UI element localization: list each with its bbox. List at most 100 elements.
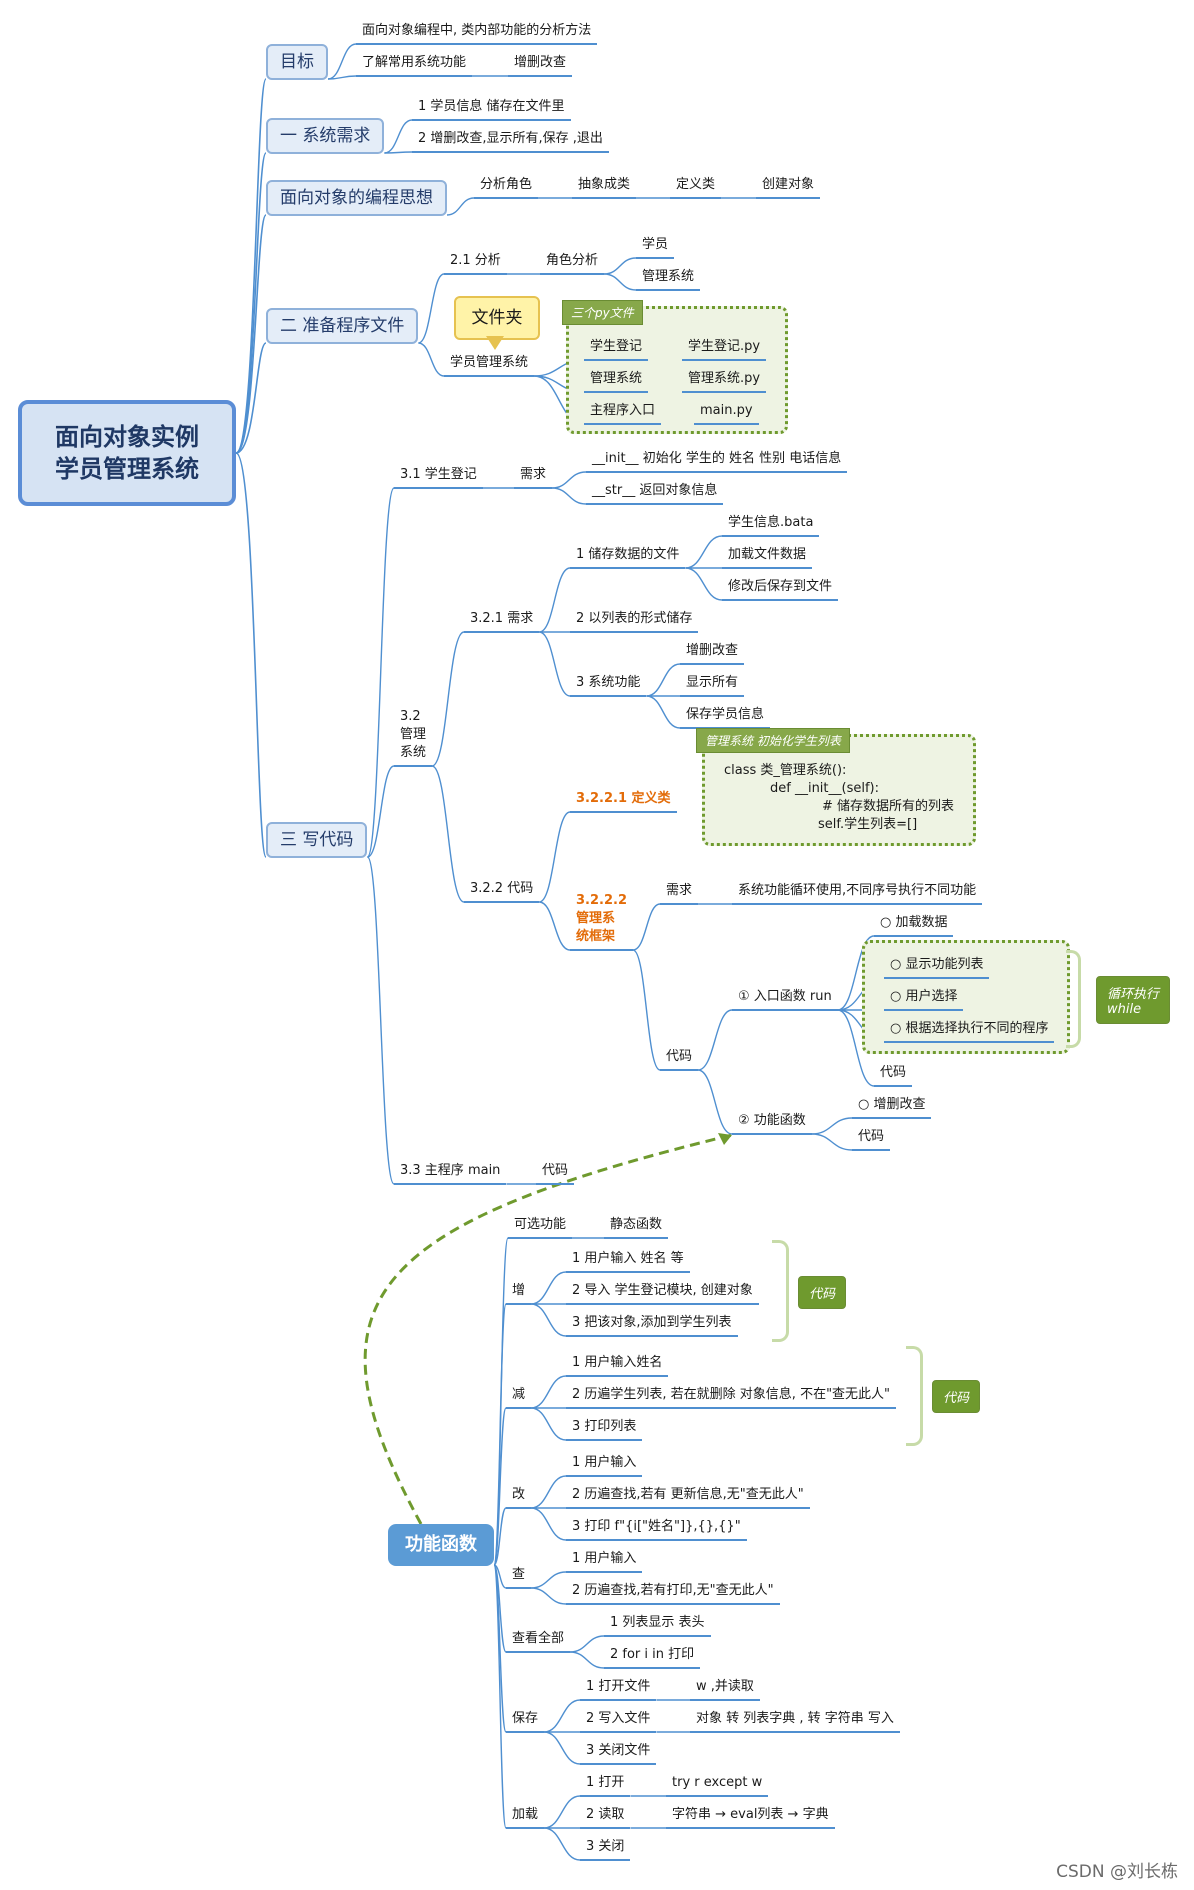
file-main-py[interactable]: main.py (694, 402, 759, 425)
connector (384, 151, 413, 154)
file-manager-py[interactable]: 管理系统.py (682, 370, 767, 393)
loop-boundary (862, 940, 1070, 1054)
entry-code[interactable]: 代码 (874, 1064, 913, 1087)
framework-req-loop[interactable]: 系统功能循环使用,不同序号执行不同功能 (732, 882, 983, 905)
prep-role-student[interactable]: 学员 (636, 236, 675, 259)
connector (327, 43, 357, 80)
req-321[interactable]: 3.2.1 需求 (464, 610, 540, 633)
delete-step-3[interactable]: 3 打印列表 (566, 1418, 643, 1441)
student-register-req[interactable]: 需求 (514, 466, 553, 489)
load-step-3[interactable]: 3 关闭 (580, 1838, 631, 1861)
save-step-3[interactable]: 3 关闭文件 (580, 1742, 657, 1765)
functions-root[interactable]: 功能函数 (388, 1524, 494, 1566)
student-register[interactable]: 3.1 学生登记 (394, 466, 483, 489)
req-item-1[interactable]: 1 学员信息 储存在文件里 (412, 98, 571, 121)
framework-req[interactable]: 需求 (660, 882, 699, 905)
save-step-2[interactable]: 2 写入文件 (580, 1710, 657, 1733)
optional[interactable]: 可选功能 (508, 1216, 573, 1239)
add-step-3[interactable]: 3 把该对象,添加到学生列表 (566, 1314, 738, 1337)
storage-file-bata[interactable]: 学生信息.bata (722, 514, 820, 537)
add-step-2[interactable]: 2 导入 学生登记模块, 创建对象 (566, 1282, 759, 1305)
list-storage[interactable]: 2 以列表的形式储存 (570, 610, 699, 633)
add-step-1[interactable]: 1 用户输入 姓名 等 (566, 1250, 690, 1273)
file-register-py[interactable]: 学生登记.py (682, 338, 767, 361)
init-list-label: 管理系统 初始化学生列表 (696, 728, 850, 753)
optional-static[interactable]: 静态函数 (604, 1216, 669, 1239)
load-step-1-detail[interactable]: try r except w (666, 1774, 769, 1797)
topic-oop[interactable]: 面向对象的编程思想 (266, 180, 447, 216)
modify-step-1[interactable]: 1 用户输入 (566, 1454, 643, 1477)
save-step-1[interactable]: 1 打开文件 (580, 1678, 657, 1701)
query-step-1[interactable]: 1 用户输入 (566, 1550, 643, 1573)
query-step-2[interactable]: 2 历遍查找,若有打印,无"查无此人" (566, 1582, 780, 1605)
save-to-file[interactable]: 修改后保存到文件 (722, 578, 839, 601)
load-file-data[interactable]: 加载文件数据 (722, 546, 813, 569)
delete-step-1[interactable]: 1 用户输入姓名 (566, 1354, 669, 1377)
management-system[interactable]: 3.2 管理 系统 (394, 708, 433, 767)
oop-step-2[interactable]: 抽象成类 (572, 176, 637, 199)
save-step-2-detail[interactable]: 对象 转 列表字典 , 转 字符串 写入 (690, 1710, 900, 1733)
func-show-all[interactable]: 显示所有 (680, 674, 745, 697)
topic-prepare[interactable]: 二 准备程序文件 (266, 308, 419, 344)
entry-load-data[interactable]: ○ 加载数据 (874, 914, 954, 937)
storage-file[interactable]: 1 储存数据的文件 (570, 546, 686, 569)
prep-role-analysis[interactable]: 角色分析 (540, 252, 605, 275)
modify-step-3[interactable]: 3 打印 f"{i["姓名"]},{},{}" (566, 1518, 747, 1541)
topic-requirements[interactable]: 一 系统需求 (266, 118, 385, 154)
load-step-1[interactable]: 1 打开 (580, 1774, 631, 1797)
func-save[interactable]: 保存学员信息 (680, 706, 771, 729)
save-step-1-detail[interactable]: w ,并读取 (690, 1678, 760, 1701)
file-manager[interactable]: 管理系统 (584, 370, 649, 393)
framework-3222[interactable]: 3.2.2.2 管理系 统框架 (570, 892, 633, 951)
view-all-step-1[interactable]: 1 列表显示 表头 (604, 1614, 711, 1637)
file-register[interactable]: 学生登记 (584, 338, 649, 361)
goal-item-2a[interactable]: 增删改查 (508, 54, 573, 77)
goal-item-2[interactable]: 了解常用系统功能 (356, 54, 473, 77)
func-crud[interactable]: 增删改查 (680, 642, 745, 665)
goal-item-1[interactable]: 面向对象编程中, 类内部功能的分析方法 (356, 22, 598, 45)
req-item-2[interactable]: 2 增删改查,显示所有,保存 ,退出 (412, 130, 609, 153)
modify-step-2[interactable]: 2 历遍查找,若有 更新信息,无"查无此人" (566, 1486, 810, 1509)
main-program-code[interactable]: 代码 (536, 1162, 575, 1185)
system-functions[interactable]: 3 系统功能 (570, 674, 647, 697)
oop-step-3[interactable]: 定义类 (670, 176, 722, 199)
prep-role-manager[interactable]: 管理系统 (636, 268, 701, 291)
view-all[interactable]: 查看全部 (506, 1630, 571, 1653)
root-topic[interactable]: 面向对象实例 学员管理系统 (18, 400, 236, 506)
init-method[interactable]: __init__ 初始化 学生的 姓名 性别 电话信息 (586, 450, 848, 473)
connector (235, 214, 267, 454)
main-program[interactable]: 3.3 主程序 main (394, 1162, 507, 1185)
add[interactable]: 增 (506, 1282, 532, 1305)
load-step-2-detail[interactable]: 字符串 → eval列表 → 字典 (666, 1806, 835, 1829)
topic-write-code[interactable]: 三 写代码 (266, 822, 368, 858)
modify[interactable]: 改 (506, 1486, 532, 1509)
connector (235, 452, 267, 858)
load[interactable]: 加载 (506, 1806, 545, 1829)
func-functions[interactable]: ② 功能函数 (732, 1112, 812, 1135)
func-code[interactable]: 代码 (852, 1128, 891, 1151)
delete-step-2[interactable]: 2 历遍学生列表, 若在就删除 对象信息, 不在"查无此人" (566, 1386, 897, 1409)
code-322[interactable]: 3.2.2 代码 (464, 880, 540, 903)
prep-system[interactable]: 学员管理系统 (444, 354, 535, 377)
delete[interactable]: 减 (506, 1386, 532, 1409)
entry-user-choice[interactable]: ○ 用户选择 (884, 988, 964, 1011)
entry-show-menu[interactable]: ○ 显示功能列表 (884, 956, 990, 979)
prep-analysis[interactable]: 2.1 分析 (444, 252, 507, 275)
entry-dispatch[interactable]: ○ 根据选择执行不同的程序 (884, 1020, 1055, 1043)
func-crud-item[interactable]: ○ 增删改查 (852, 1096, 932, 1119)
topic-goal[interactable]: 目标 (266, 44, 328, 80)
oop-step-4[interactable]: 创建对象 (756, 176, 821, 199)
query[interactable]: 查 (506, 1566, 532, 1589)
str-method[interactable]: __str__ 返回对象信息 (586, 482, 724, 505)
load-step-2[interactable]: 2 读取 (580, 1806, 631, 1829)
entry-run[interactable]: ① 入口函数 run (732, 988, 838, 1011)
file-main[interactable]: 主程序入口 (584, 402, 662, 425)
connector (551, 471, 587, 489)
connector (327, 75, 357, 80)
define-class[interactable]: 3.2.2.1 定义类 (570, 790, 677, 813)
view-all-step-2[interactable]: 2 for i in 打印 (604, 1646, 701, 1669)
save[interactable]: 保存 (506, 1710, 545, 1733)
connector (603, 257, 637, 275)
oop-step-1[interactable]: 分析角色 (474, 176, 539, 199)
framework-code[interactable]: 代码 (660, 1048, 699, 1071)
